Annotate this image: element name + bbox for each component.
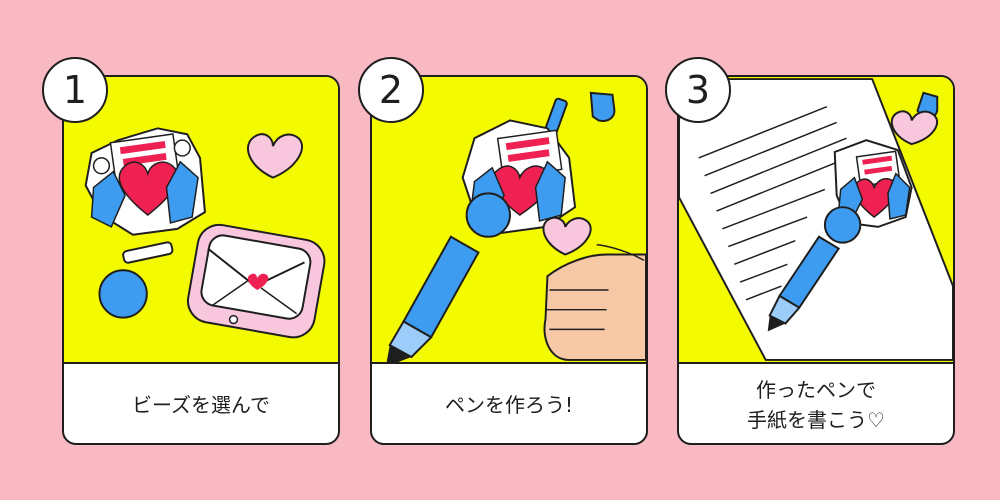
step-1-illustration bbox=[64, 77, 338, 364]
step-1-number-badge: 1 bbox=[42, 57, 108, 123]
hand-icon bbox=[543, 243, 646, 361]
pen-body-icon bbox=[767, 235, 841, 332]
pen-making-illustration bbox=[386, 91, 646, 362]
blue-round-bead-icon bbox=[823, 206, 862, 244]
pen-body-icon bbox=[386, 235, 480, 362]
step-1-caption: ビーズを選んで bbox=[132, 392, 270, 417]
step-3-illustration bbox=[679, 77, 953, 364]
blue-round-bead-icon bbox=[465, 192, 511, 238]
beads-selection-illustration bbox=[84, 127, 326, 339]
pen-cap-bead-icon bbox=[589, 91, 616, 122]
pink-heart-bead-icon bbox=[890, 110, 939, 146]
character-sticker-icon bbox=[833, 139, 913, 228]
step-2-illustration bbox=[372, 77, 646, 364]
pink-heart-bead-icon bbox=[542, 216, 592, 256]
blue-round-bead-icon bbox=[98, 269, 148, 319]
step-2-number-badge: 2 bbox=[358, 57, 424, 123]
step-2-caption: ペンを作ろう! bbox=[444, 392, 574, 417]
step-2-panel: ペンを作ろう! bbox=[370, 75, 648, 445]
step-1-panel: ビーズを選んで bbox=[62, 75, 340, 445]
pink-heart-bead-icon bbox=[247, 133, 304, 179]
letter-writing-illustration bbox=[679, 78, 953, 361]
step-3-panel: 作ったペンで 手紙を書こう♡ bbox=[677, 75, 955, 445]
step-3-number-badge: 3 bbox=[665, 57, 731, 123]
bead-case-icon bbox=[186, 223, 326, 339]
character-sticker-icon bbox=[84, 127, 206, 264]
step-3-caption: 作ったペンで 手紙を書こう♡ bbox=[747, 377, 885, 432]
